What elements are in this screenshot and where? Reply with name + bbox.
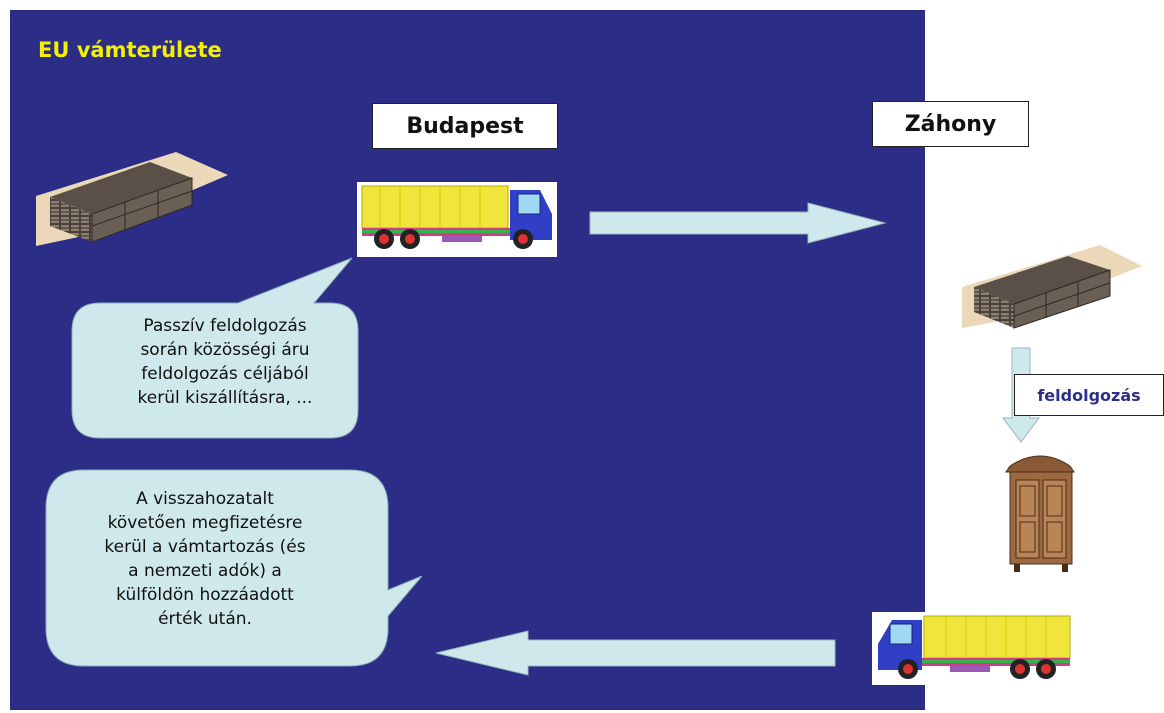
export-note-text: Passzív feldolgozás során közösségi áru … bbox=[80, 314, 370, 410]
reimport-note-line: kerül a vámtartozás (és bbox=[104, 537, 306, 557]
reimport-note-text: A visszahozatalt követően megfizetésre k… bbox=[50, 487, 360, 631]
export-note-line: során közösségi áru bbox=[140, 340, 310, 360]
block-arrow-icon bbox=[589, 202, 887, 244]
panel-title: EU vámterülete bbox=[38, 38, 222, 62]
reimport-note-line: követően megfizetésre bbox=[107, 513, 303, 533]
block-arrow-icon bbox=[435, 630, 836, 676]
reimport-note-line: külföldön hozzáadott bbox=[116, 585, 294, 605]
truck-icon bbox=[872, 612, 1072, 685]
export-note-line: feldolgozás céljából bbox=[141, 364, 309, 384]
wardrobe-icon bbox=[1005, 455, 1075, 572]
reimport-note-line: a nemzeti adók) a bbox=[128, 561, 282, 581]
city-label-zahony: Záhony bbox=[872, 101, 1029, 147]
reimport-note-line: érték után. bbox=[158, 609, 252, 629]
truck-icon bbox=[357, 182, 557, 257]
export-note-line: Passzív feldolgozás bbox=[143, 316, 307, 336]
speech-bubble-export bbox=[71, 257, 359, 439]
processing-label: feldolgozás bbox=[1014, 374, 1164, 416]
stacked-lumber-icon bbox=[36, 152, 228, 246]
export-note-line: kerül kiszállításra, ... bbox=[137, 388, 313, 408]
reimport-note-line: A visszahozatalt bbox=[136, 489, 274, 509]
stacked-lumber-icon bbox=[962, 245, 1142, 329]
city-label-budapest: Budapest bbox=[372, 103, 558, 149]
speech-bubble-reimport bbox=[45, 469, 423, 667]
